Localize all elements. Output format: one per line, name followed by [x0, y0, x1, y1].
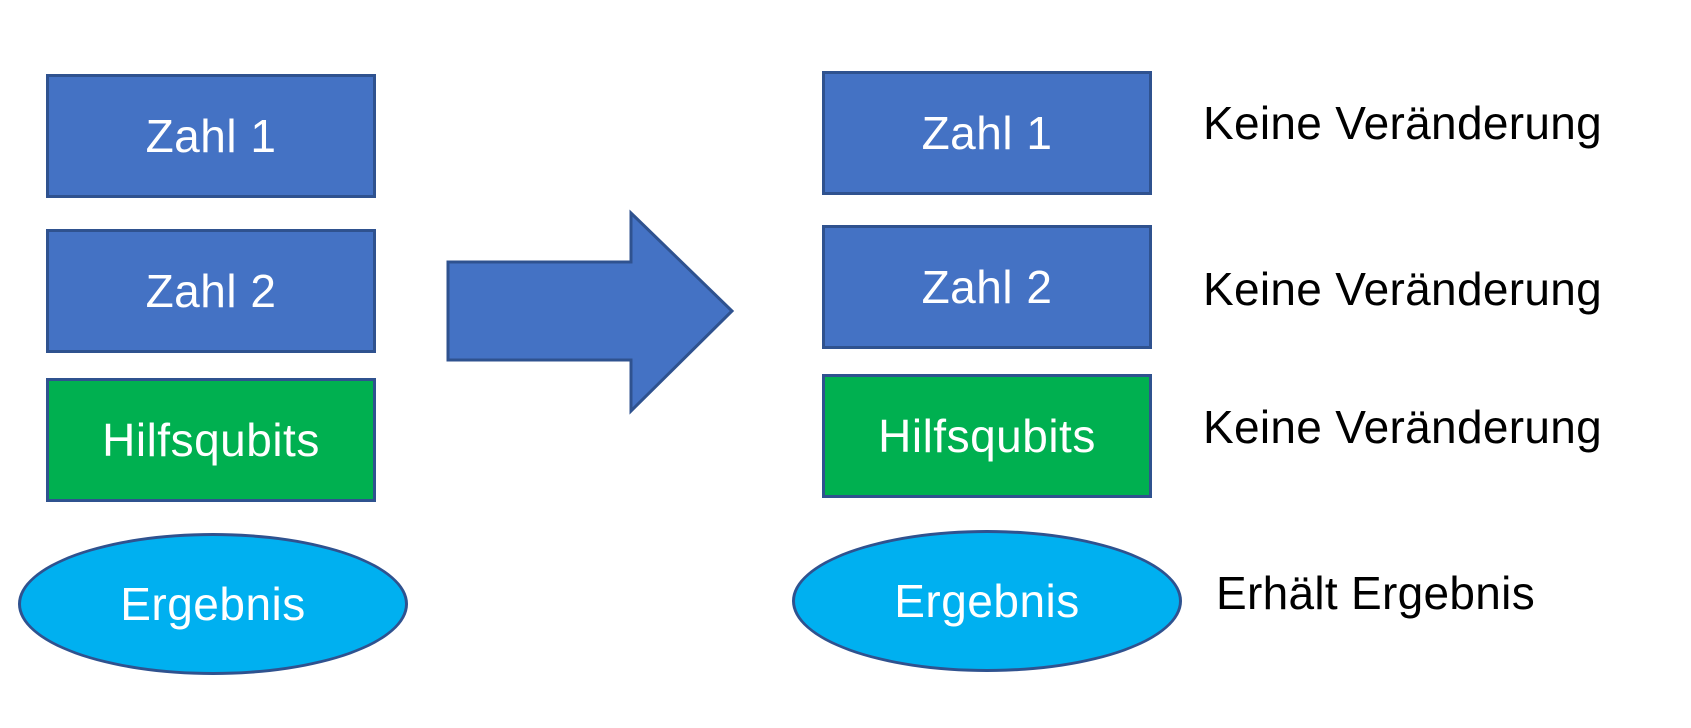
after-ergebnis-oval: Ergebnis: [792, 530, 1182, 672]
after-zahl2-box: Zahl 2: [822, 225, 1152, 349]
after-zahl1-label: Zahl 1: [921, 107, 1053, 159]
before-zahl2-box: Zahl 2: [46, 229, 376, 353]
before-zahl1-box: Zahl 1: [46, 74, 376, 198]
after-ergebnis-label: Ergebnis: [894, 575, 1080, 627]
note-ergebnis: Erhält Ergebnis: [1216, 567, 1535, 619]
before-hilfsqubits-box: Hilfsqubits: [46, 378, 376, 502]
before-ergebnis-oval: Ergebnis: [18, 533, 408, 675]
note-zahl2: Keine Veränderung: [1203, 263, 1602, 315]
before-hilfsqubits-label: Hilfsqubits: [102, 414, 320, 466]
note-hilfsqubits: Keine Veränderung: [1203, 401, 1602, 453]
note-zahl1: Keine Veränderung: [1203, 97, 1602, 149]
after-hilfsqubits-box: Hilfsqubits: [822, 374, 1152, 498]
after-hilfsqubits-label: Hilfsqubits: [878, 410, 1096, 462]
after-zahl2-label: Zahl 2: [921, 261, 1053, 313]
right-arrow-icon: [446, 209, 735, 415]
after-zahl1-box: Zahl 1: [822, 71, 1152, 195]
before-zahl1-label: Zahl 1: [145, 110, 277, 162]
before-zahl2-label: Zahl 2: [145, 265, 277, 317]
before-ergebnis-label: Ergebnis: [120, 578, 306, 630]
